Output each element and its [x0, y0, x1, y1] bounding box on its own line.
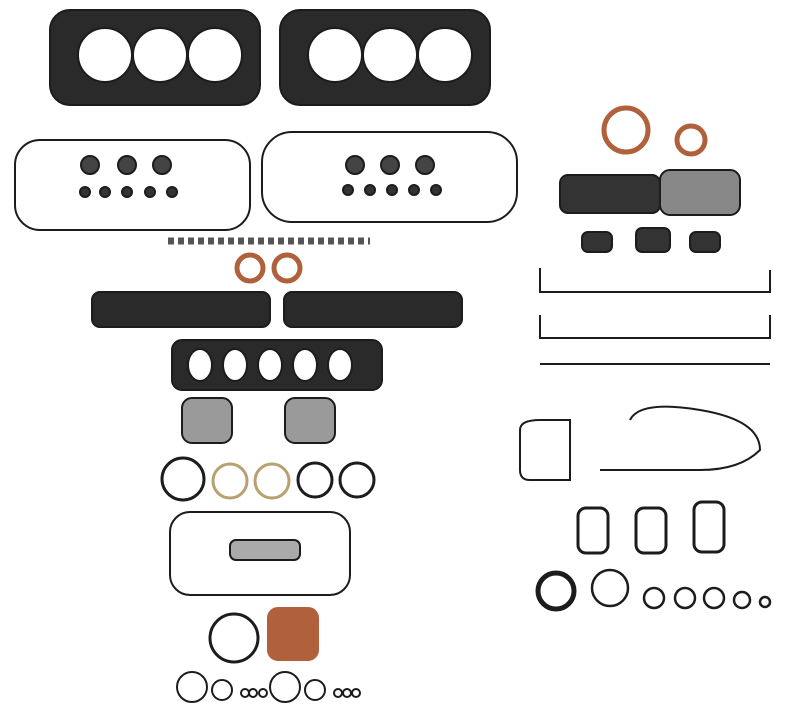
timing-cover-gaskets [539, 268, 771, 365]
camshaft-seals [234, 252, 303, 284]
misc-o-rings [590, 568, 772, 610]
intake-manifold-gasket-right [283, 291, 463, 328]
rear-cover-gasket [519, 419, 571, 481]
small-seal-row [79, 184, 442, 198]
egr-gasket [229, 539, 301, 561]
exhaust-gasket-right [284, 397, 336, 444]
front-crank-seal [674, 123, 708, 157]
oil-filter-gasket [535, 570, 577, 612]
oil-cooler-gaskets [576, 500, 726, 555]
exhaust-gasket-left [181, 397, 233, 444]
small-o-rings [176, 671, 361, 703]
timing-belt-cover-gasket [600, 405, 762, 471]
cylinder-head-gasket-left [49, 9, 261, 106]
plenum-gasket [171, 339, 383, 391]
throttle-body-o-ring [208, 612, 260, 664]
rear-main-seal [601, 105, 651, 155]
oil-pan-gasket [169, 511, 351, 596]
throttle-body-gasket [267, 607, 319, 661]
o-rings-row [160, 456, 376, 502]
thermostat-gaskets [581, 227, 721, 253]
water-pump-gasket [659, 169, 741, 216]
spark-plug-tube-seals [80, 155, 435, 175]
intake-manifold-gasket-left [91, 291, 271, 328]
cylinder-head-gasket-right [279, 9, 491, 106]
valve-cover-gasket-right [261, 131, 518, 223]
water-passage-gasket [559, 174, 661, 214]
valve-cover-gasket-left [14, 139, 251, 231]
